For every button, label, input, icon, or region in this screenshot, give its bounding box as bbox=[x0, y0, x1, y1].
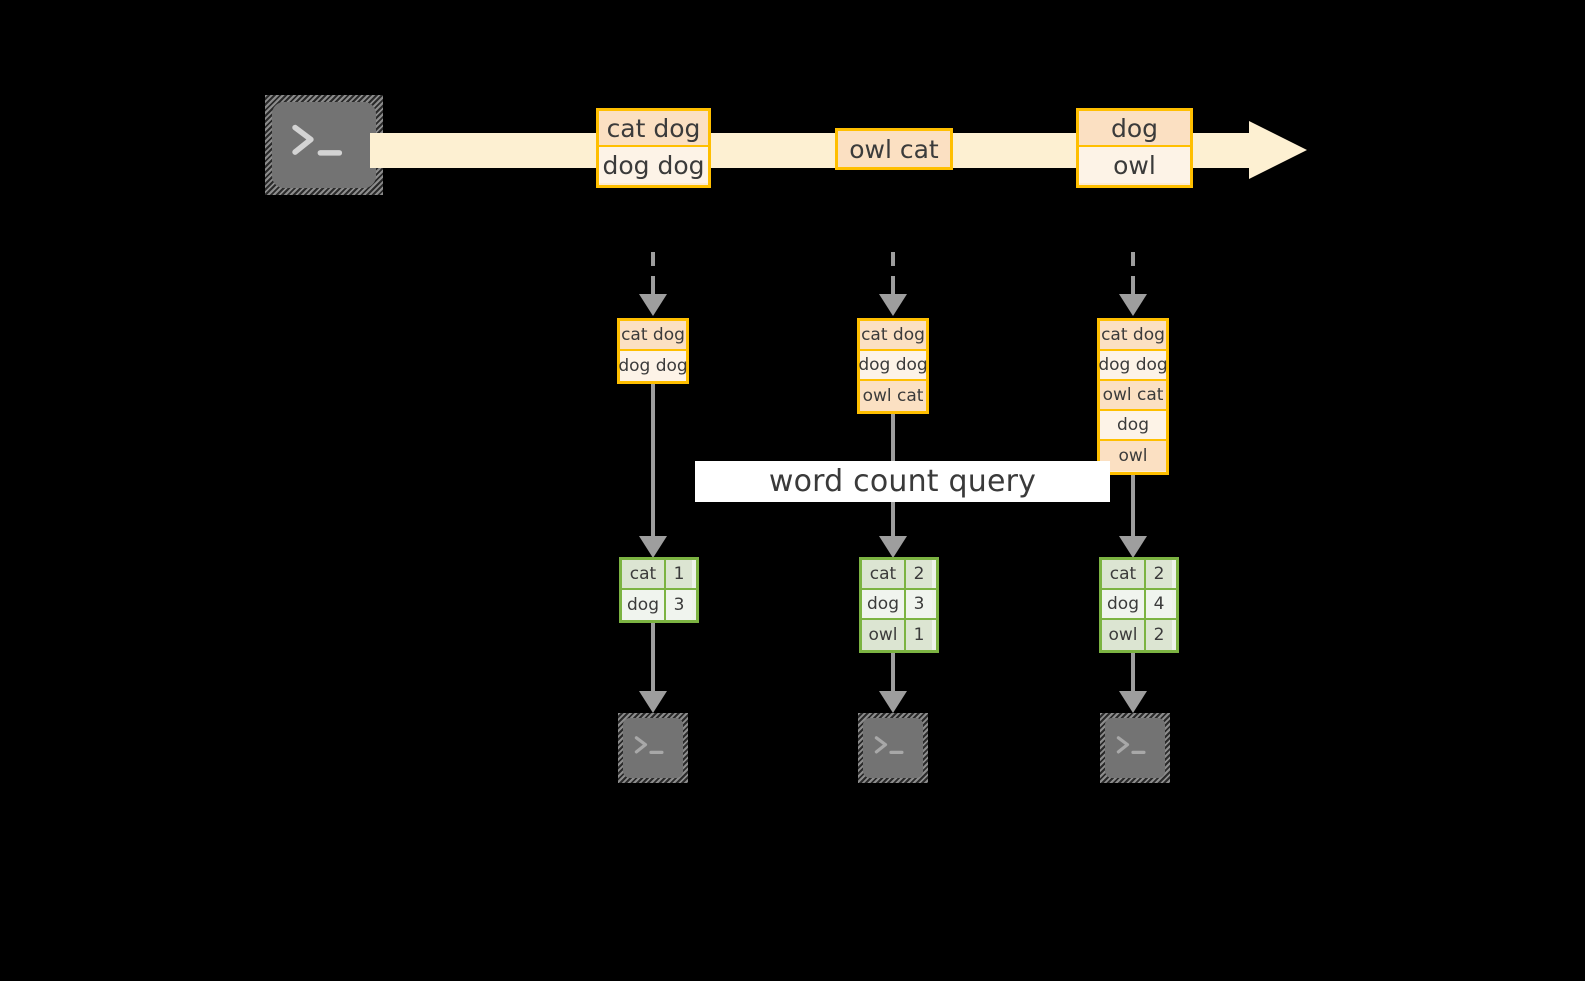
table-row: dog 4 bbox=[1102, 590, 1176, 620]
flow-arrow-stream-to-t1 bbox=[639, 252, 667, 316]
table-row: cat 1 bbox=[622, 560, 696, 590]
flow-arrow-t3-to-sink bbox=[1119, 653, 1147, 713]
record-line: cat dog bbox=[620, 321, 686, 351]
stream-record-batch-3: dog owl bbox=[1076, 108, 1193, 188]
result-table-t2: cat 2 dog 3 owl 1 bbox=[859, 557, 939, 653]
record-line: dog dog bbox=[858, 351, 928, 381]
record-line: dog bbox=[1100, 411, 1166, 441]
stream-record-batch-2: owl cat bbox=[835, 128, 953, 170]
sink-terminal-icon-t1 bbox=[618, 713, 688, 783]
accumulated-records-t1: cat dog dog dog bbox=[617, 318, 689, 384]
flow-arrow-t3-query bbox=[1119, 475, 1147, 558]
result-word: cat bbox=[622, 560, 666, 588]
accumulated-records-t2: cat dog dog dog owl cat bbox=[857, 318, 929, 414]
result-count: 2 bbox=[906, 560, 932, 588]
result-word: cat bbox=[862, 560, 906, 588]
result-word: owl bbox=[862, 620, 906, 650]
result-count: 1 bbox=[666, 560, 692, 588]
result-word: dog bbox=[862, 590, 906, 618]
stream-arrowhead-icon bbox=[1249, 121, 1307, 179]
flow-arrow-t1-to-sink bbox=[639, 623, 667, 713]
flow-arrow-t2-to-sink bbox=[879, 653, 907, 713]
record-line: owl bbox=[1100, 441, 1166, 471]
record-line: owl cat bbox=[860, 381, 926, 411]
sink-terminal-icon-t2 bbox=[858, 713, 928, 783]
record-line: dog dog bbox=[618, 351, 688, 381]
sink-terminal-icon-t3 bbox=[1100, 713, 1170, 783]
query-label: word count query bbox=[695, 461, 1110, 502]
table-row: owl 2 bbox=[1102, 620, 1176, 650]
terminal-prompt-icon bbox=[634, 735, 664, 754]
result-word: dog bbox=[1102, 590, 1146, 618]
record-line: owl cat bbox=[1100, 381, 1166, 411]
record-line: owl cat bbox=[838, 131, 950, 167]
flow-arrow-t1-query bbox=[639, 384, 667, 558]
result-count: 4 bbox=[1146, 590, 1172, 618]
accumulated-records-t3: cat dog dog dog owl cat dog owl bbox=[1097, 318, 1169, 475]
result-count: 3 bbox=[906, 590, 932, 618]
record-line: owl bbox=[1079, 147, 1190, 183]
result-table-t1: cat 1 dog 3 bbox=[619, 557, 699, 623]
flow-arrow-stream-to-t3 bbox=[1119, 252, 1147, 316]
table-row: cat 2 bbox=[862, 560, 936, 590]
stream-record-batch-1: cat dog dog dog bbox=[596, 108, 711, 188]
result-word: owl bbox=[1102, 620, 1146, 650]
result-word: cat bbox=[1102, 560, 1146, 588]
table-row: owl 1 bbox=[862, 620, 936, 650]
terminal-prompt-icon bbox=[292, 124, 343, 156]
result-word: dog bbox=[622, 590, 666, 620]
table-row: dog 3 bbox=[622, 590, 696, 620]
record-line: cat dog bbox=[1100, 321, 1166, 351]
result-count: 3 bbox=[666, 590, 692, 620]
result-count: 2 bbox=[1146, 560, 1172, 588]
result-count: 2 bbox=[1146, 620, 1172, 650]
terminal-prompt-icon bbox=[1116, 735, 1146, 754]
record-line: cat dog bbox=[860, 321, 926, 351]
record-line: dog dog bbox=[1098, 351, 1168, 381]
source-terminal-icon bbox=[265, 95, 383, 195]
record-line: dog bbox=[1079, 111, 1190, 147]
table-row: cat 2 bbox=[1102, 560, 1176, 590]
flow-arrow-stream-to-t2 bbox=[879, 252, 907, 316]
record-line: dog dog bbox=[599, 147, 708, 183]
result-table-t3: cat 2 dog 4 owl 2 bbox=[1099, 557, 1179, 653]
record-line: cat dog bbox=[599, 111, 708, 147]
terminal-prompt-icon bbox=[874, 735, 904, 754]
result-count: 1 bbox=[906, 620, 932, 650]
table-row: dog 3 bbox=[862, 590, 936, 620]
